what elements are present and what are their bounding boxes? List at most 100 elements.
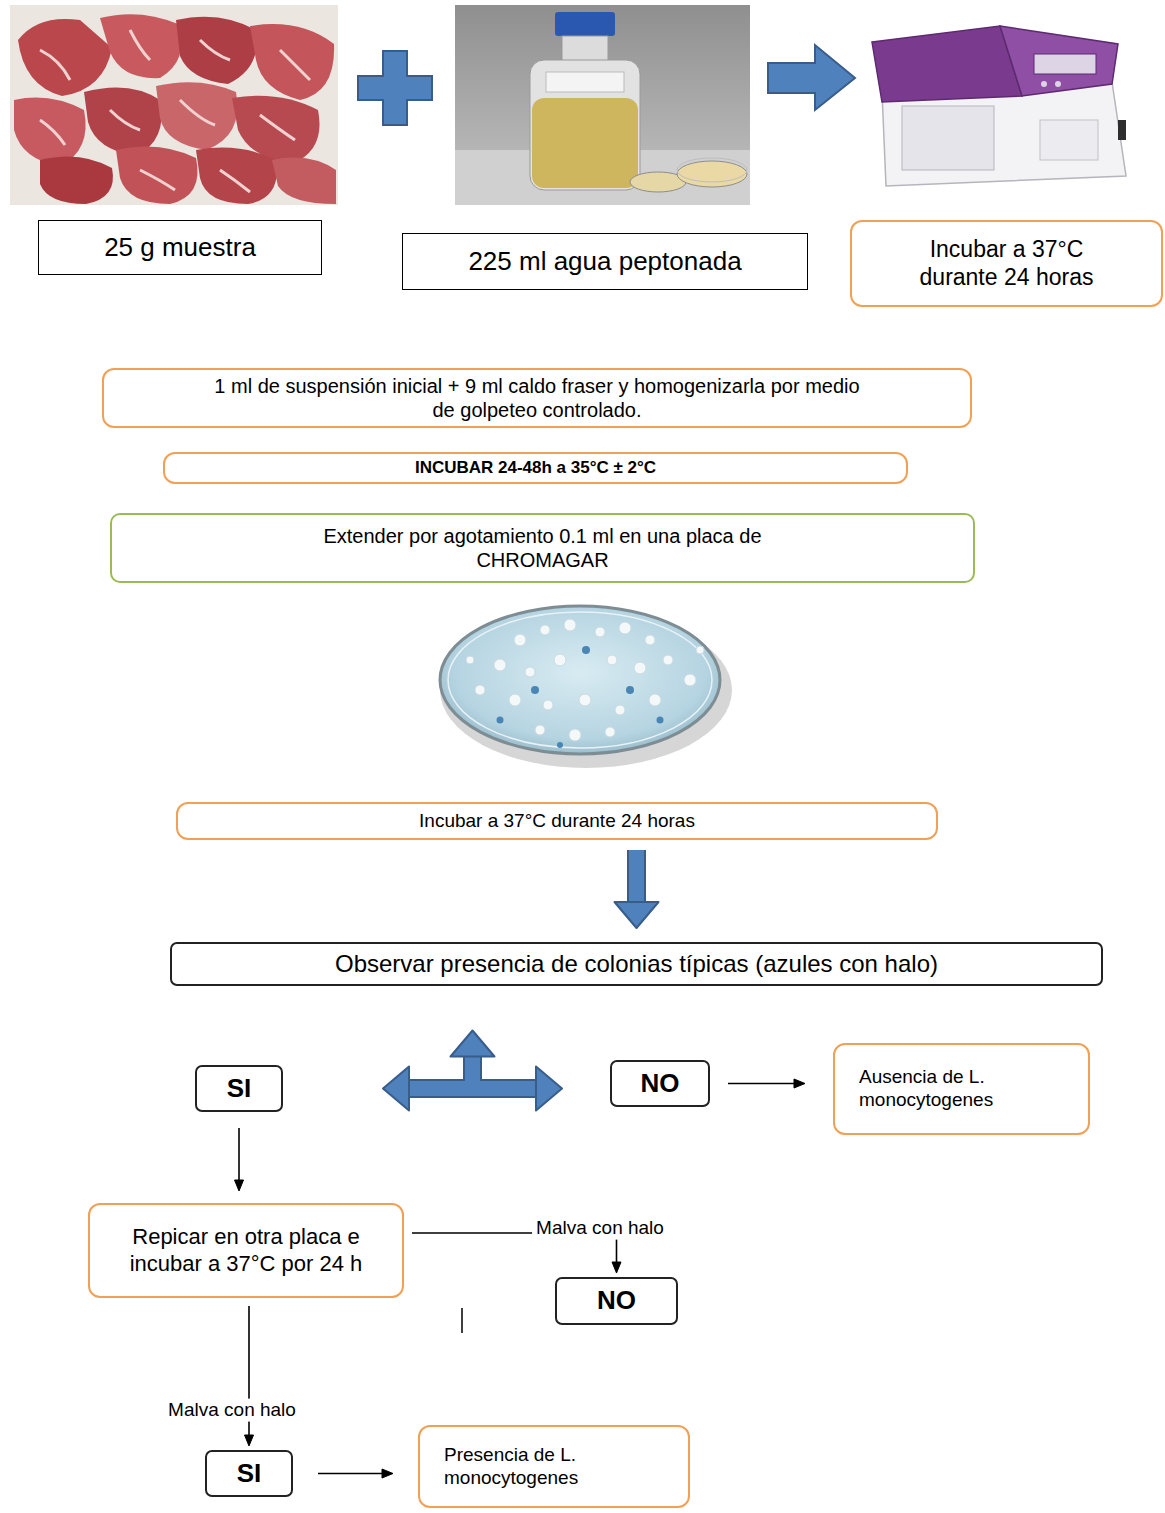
box-text: Observar presencia de colonias típicas (… xyxy=(335,950,938,979)
petri-dish-part-part xyxy=(531,686,539,694)
petri-dish-part-part xyxy=(514,634,526,646)
connector xyxy=(728,1079,805,1088)
box-text: Presencia de L. monocytogenes xyxy=(444,1444,644,1490)
arrowhead xyxy=(235,1180,244,1191)
process-box: Incubar a 37°C durante 24 horas xyxy=(850,220,1163,307)
connector xyxy=(245,1306,254,1446)
stomacher-illustration-part xyxy=(1000,26,1118,96)
connector xyxy=(615,850,659,928)
box-text: NO xyxy=(597,1285,636,1316)
process-box: 1 ml de suspensión inicial + 9 ml caldo … xyxy=(102,368,972,428)
bottle-photo-part xyxy=(530,60,640,190)
answer-box: SI xyxy=(195,1065,283,1112)
arrowhead xyxy=(451,1031,495,1057)
stomacher-illustration-part xyxy=(872,26,1022,102)
bottle-photo-part xyxy=(532,98,638,188)
arrowhead xyxy=(245,1435,254,1446)
petri-dish xyxy=(440,606,732,768)
petri-dish-part-part xyxy=(595,627,605,637)
meat-photo xyxy=(10,5,338,205)
bottle-photo-part xyxy=(562,36,608,62)
petri-dish-part-part xyxy=(696,646,704,654)
petri-dish-part-part xyxy=(475,685,485,695)
bottle-photo-part xyxy=(455,5,750,205)
connector-line xyxy=(238,1128,240,1182)
edge-label: Malva con halo xyxy=(164,1399,300,1422)
petri-dish-part-part xyxy=(582,646,590,654)
box-text: 225 ml agua peptonada xyxy=(468,246,741,277)
petri-dish-part-part xyxy=(607,655,617,665)
stomacher-illustration-part xyxy=(1118,120,1126,140)
petri-dish-part-part xyxy=(494,659,506,671)
petri-dish-part-part xyxy=(615,705,625,715)
box-text: 1 ml de suspensión inicial + 9 ml caldo … xyxy=(207,374,867,422)
stomacher-illustration xyxy=(872,26,1126,186)
meat-photo-part xyxy=(14,98,86,166)
decision-box: Observar presencia de colonias típicas (… xyxy=(170,942,1103,986)
bottle-photo-part xyxy=(546,72,624,92)
petri-dish-part-part xyxy=(626,686,634,694)
connector-line xyxy=(728,1083,796,1085)
connector xyxy=(318,1469,393,1478)
bottle-photo-part xyxy=(677,161,747,187)
arrowhead xyxy=(794,1079,805,1088)
meat-photo-part xyxy=(40,156,113,204)
connector-line xyxy=(629,850,644,906)
meat-photo-part xyxy=(196,148,277,204)
box-text: INCUBAR 24-48h a 35°C ± 2°C xyxy=(415,458,656,478)
petri-dish-part-part xyxy=(554,654,566,666)
connector-line xyxy=(318,1473,384,1475)
connector-outline xyxy=(627,850,646,906)
process-box: Incubar a 37°C durante 24 horas xyxy=(176,802,938,840)
box-text: SI xyxy=(237,1458,262,1489)
petri-dish-part-part xyxy=(684,674,696,686)
box-text: Incubar a 37°C durante 24 horas xyxy=(419,810,695,833)
connector xyxy=(383,1031,562,1111)
medium-box: 225 ml agua peptonada xyxy=(402,233,808,290)
box-text: NO xyxy=(641,1068,680,1099)
process-box: Repicar en otra placa e incubar a 37°C p… xyxy=(88,1203,404,1298)
arrow-symbol xyxy=(768,45,855,110)
answer-box: NO xyxy=(555,1277,678,1325)
meat-photo-part xyxy=(10,5,338,205)
connector-line xyxy=(465,1053,480,1089)
edge-label: Malva con halo xyxy=(532,1217,668,1240)
bottle-photo xyxy=(455,5,750,205)
answer-box: SI xyxy=(205,1450,293,1497)
box-text: SI xyxy=(227,1073,252,1104)
stomacher-illustration-part xyxy=(1034,54,1096,74)
stomacher-illustration-part xyxy=(902,106,994,170)
sample-box: 25 g muestra xyxy=(38,220,322,275)
petri-dish-part-part xyxy=(605,727,615,737)
result-box: Presencia de L. monocytogenes xyxy=(418,1425,690,1508)
stray-line xyxy=(462,1308,463,1333)
bottle-photo-part xyxy=(677,158,747,182)
petri-dish-part-part xyxy=(466,656,474,664)
petri-dish-part-part xyxy=(543,700,553,710)
answer-box: NO xyxy=(610,1060,710,1107)
bottle-photo-part xyxy=(555,12,615,36)
box-text: Extender por agotamiento 0.1 ml en una p… xyxy=(303,524,783,572)
arrow-symbol-part xyxy=(768,45,855,110)
petri-dish-part-part xyxy=(649,694,661,706)
stomacher-illustration-part xyxy=(1055,81,1061,87)
petri-dish-part-part xyxy=(663,655,673,665)
petri-dish-part-part xyxy=(540,625,550,635)
petri-dish-part xyxy=(497,646,664,748)
petri-dish-part-part xyxy=(579,694,591,706)
box-text: Incubar a 37°C durante 24 horas xyxy=(907,236,1107,291)
petri-dish-part-part xyxy=(634,662,646,674)
arrowhead xyxy=(536,1067,562,1111)
connector xyxy=(235,1128,244,1191)
petri-dish-part-part xyxy=(557,742,563,748)
petri-dish-part-part xyxy=(619,622,631,634)
petri-dish-part-part xyxy=(525,667,535,677)
arrowhead xyxy=(612,1262,621,1273)
plus-sign xyxy=(358,51,432,125)
connector-outline xyxy=(463,1053,482,1089)
petri-dish-part-part xyxy=(535,725,545,735)
petri-dish-part-part xyxy=(569,729,581,741)
stomacher-illustration-part xyxy=(1040,120,1098,160)
box-text: Ausencia de L. monocytogenes xyxy=(859,1066,1059,1112)
